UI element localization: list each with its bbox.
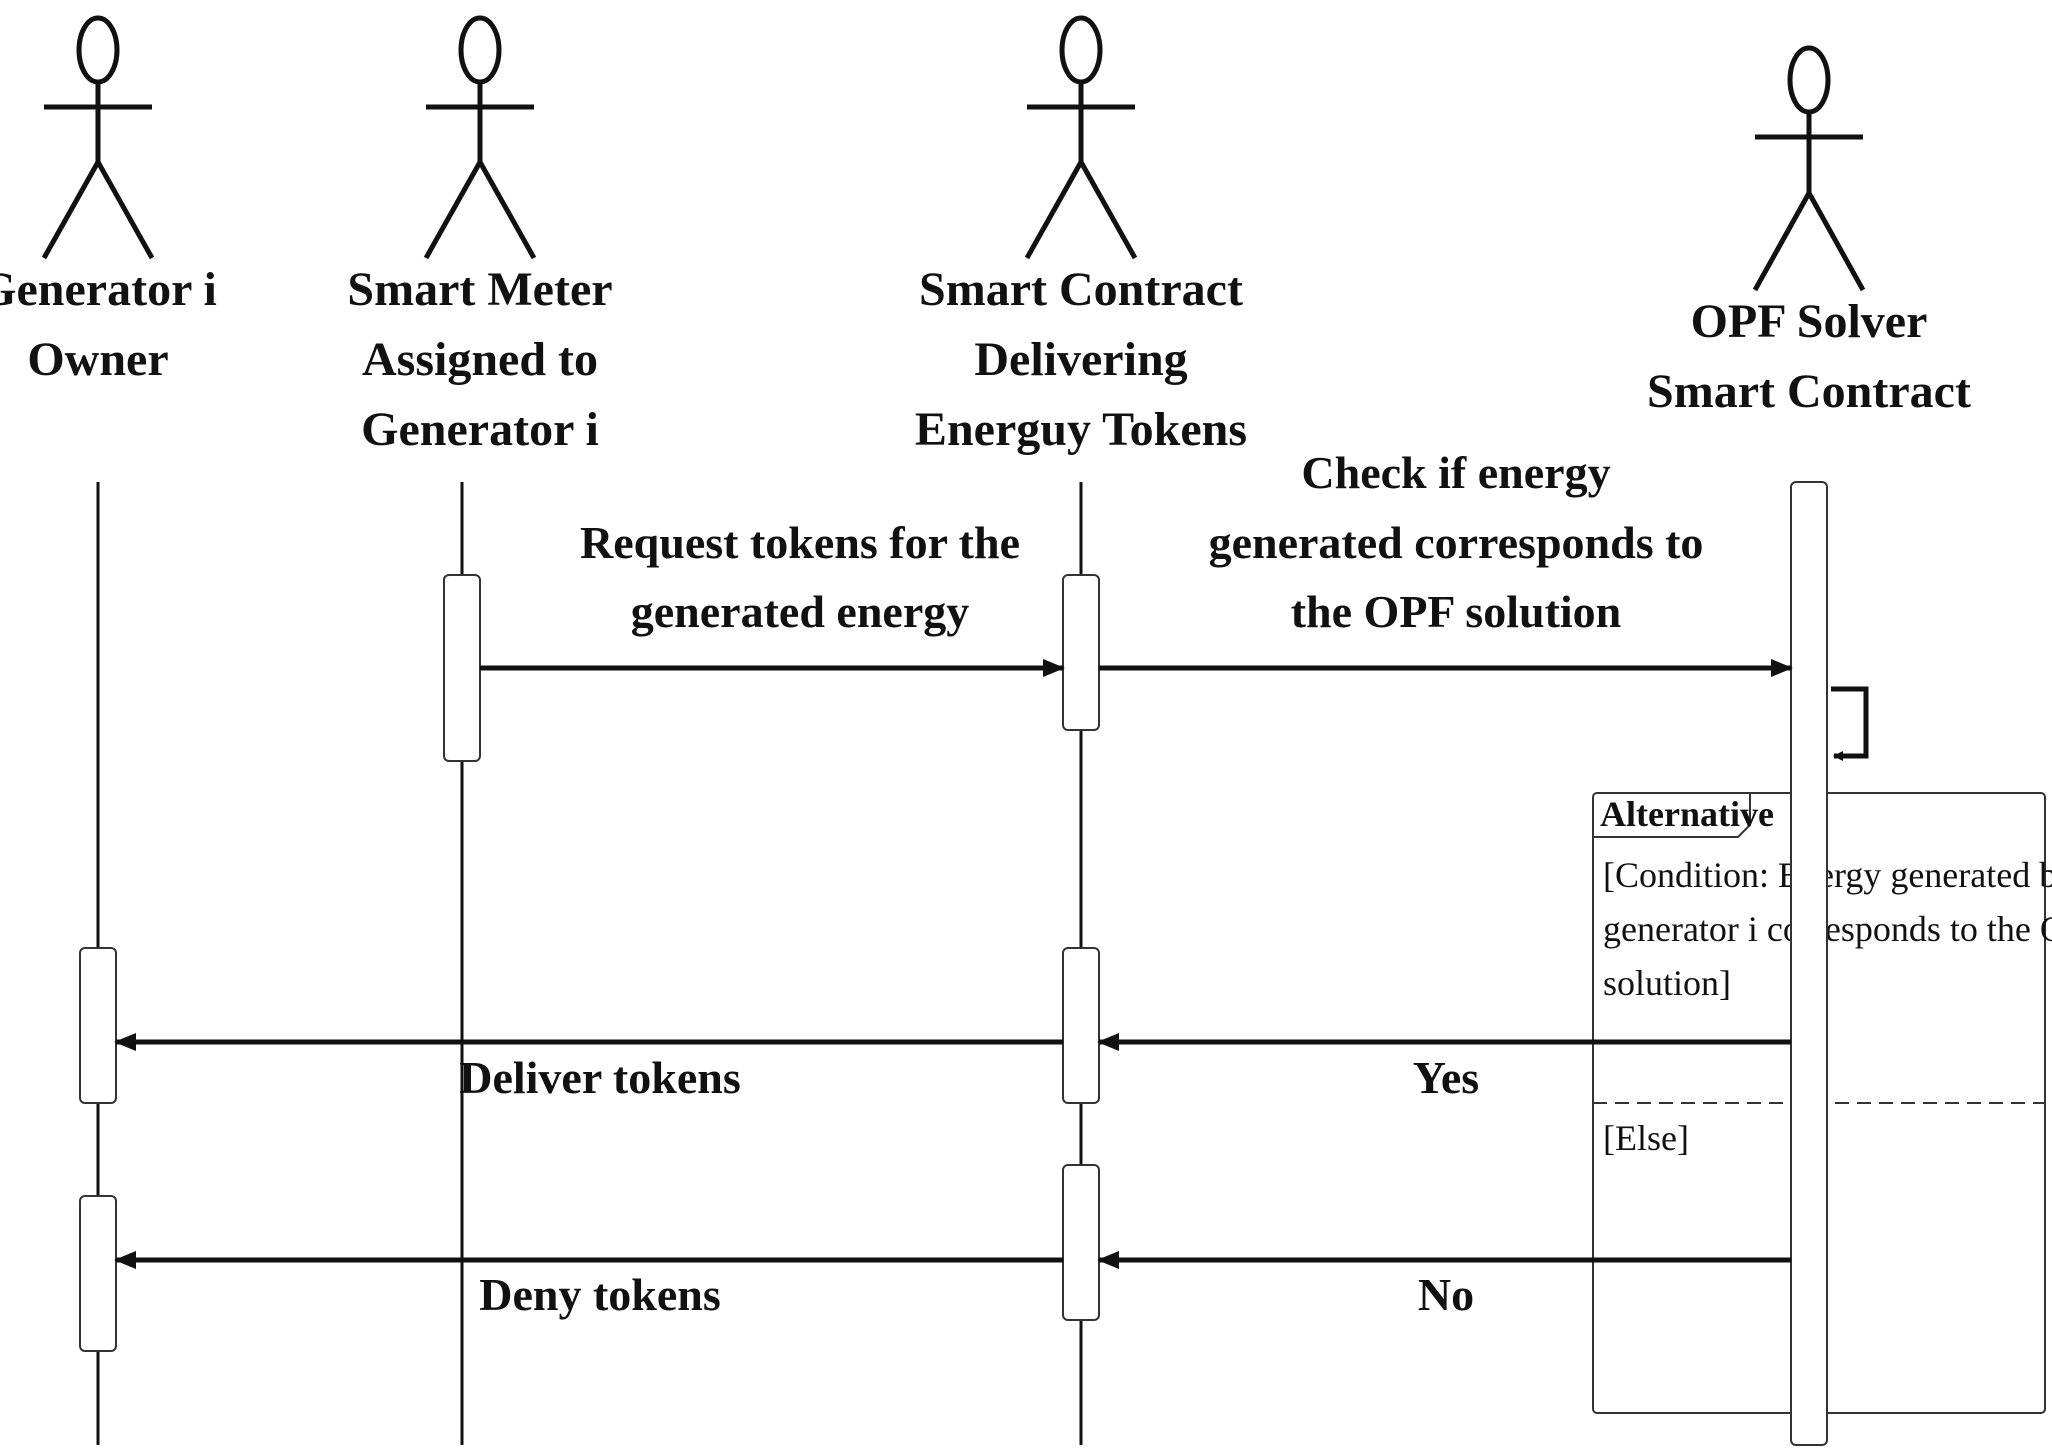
message-label-line: generated energy <box>631 586 970 637</box>
message-label-line: generated corresponds to <box>1209 517 1704 568</box>
message-label: No <box>1418 1269 1474 1320</box>
actor-opf-solver: OPF Solver Smart Contract <box>1647 45 1971 418</box>
activation-bar-smart-contract <box>1062 1164 1100 1321</box>
message-label: Deny tokens <box>479 1269 721 1320</box>
self-call-arrow <box>1831 686 1869 761</box>
message-deliver-tokens: Deliver tokens <box>114 1033 1063 1103</box>
self-message-opf-solver <box>1831 686 1869 761</box>
message-yes: Yes <box>1097 1033 1791 1103</box>
fragment-condition-line: solution] <box>1603 963 1731 1003</box>
message-label-line: Request tokens for the <box>580 517 1020 568</box>
actor-smart-meter: Smart Meter Assigned to Generator i <box>347 15 613 456</box>
actor-name-line: Assigned to <box>362 333 598 386</box>
actor-name-line: Delivering <box>974 333 1187 386</box>
fragment-operator-tab <box>1593 793 1751 838</box>
message-request-tokens: Request tokens for the generated energy <box>480 517 1065 677</box>
stick-figure-icon <box>41 15 155 260</box>
activation-bar-smart-meter <box>443 574 481 762</box>
stick-figure-icon <box>423 15 537 260</box>
actor-name-line: Smart Meter <box>347 263 612 316</box>
fragment-else-guard: [Else] <box>1603 1118 1689 1158</box>
message-check-energy: Check if energy generated corresponds to… <box>1099 447 1793 677</box>
stick-figure-icon <box>1752 45 1866 292</box>
actor-name-line: OPF Solver <box>1691 295 1928 348</box>
activation-bar-generator-owner <box>79 947 117 1104</box>
message-deny-tokens: Deny tokens <box>114 1251 1063 1320</box>
activation-bar-opf-solver <box>1790 481 1828 1446</box>
message-label: Yes <box>1413 1052 1479 1103</box>
actor-name-line: Generator i <box>0 263 217 316</box>
message-label: Deliver tokens <box>459 1052 741 1103</box>
actor-generator-owner: Generator i Owner <box>0 15 217 386</box>
actor-name-line: Energuy Tokens <box>915 403 1247 456</box>
actor-name-line: Smart Contract <box>1647 365 1971 418</box>
message-label-line: the OPF solution <box>1291 586 1622 637</box>
actor-name-line: Generator i <box>361 403 599 456</box>
stick-figure-icon <box>1024 15 1138 260</box>
activation-bar-generator-owner <box>79 1195 117 1352</box>
fragment-operator: Alternative <box>1600 794 1774 834</box>
actor-smart-contract-tokens: Smart Contract Delivering Energuy Tokens <box>915 15 1247 456</box>
actor-name-line: Owner <box>27 333 168 386</box>
message-no: No <box>1097 1251 1791 1320</box>
activation-bar-smart-contract <box>1062 574 1100 731</box>
activation-bar-smart-contract <box>1062 947 1100 1104</box>
actor-name-line: Smart Contract <box>919 263 1243 316</box>
message-label-line: Check if energy <box>1301 447 1610 498</box>
